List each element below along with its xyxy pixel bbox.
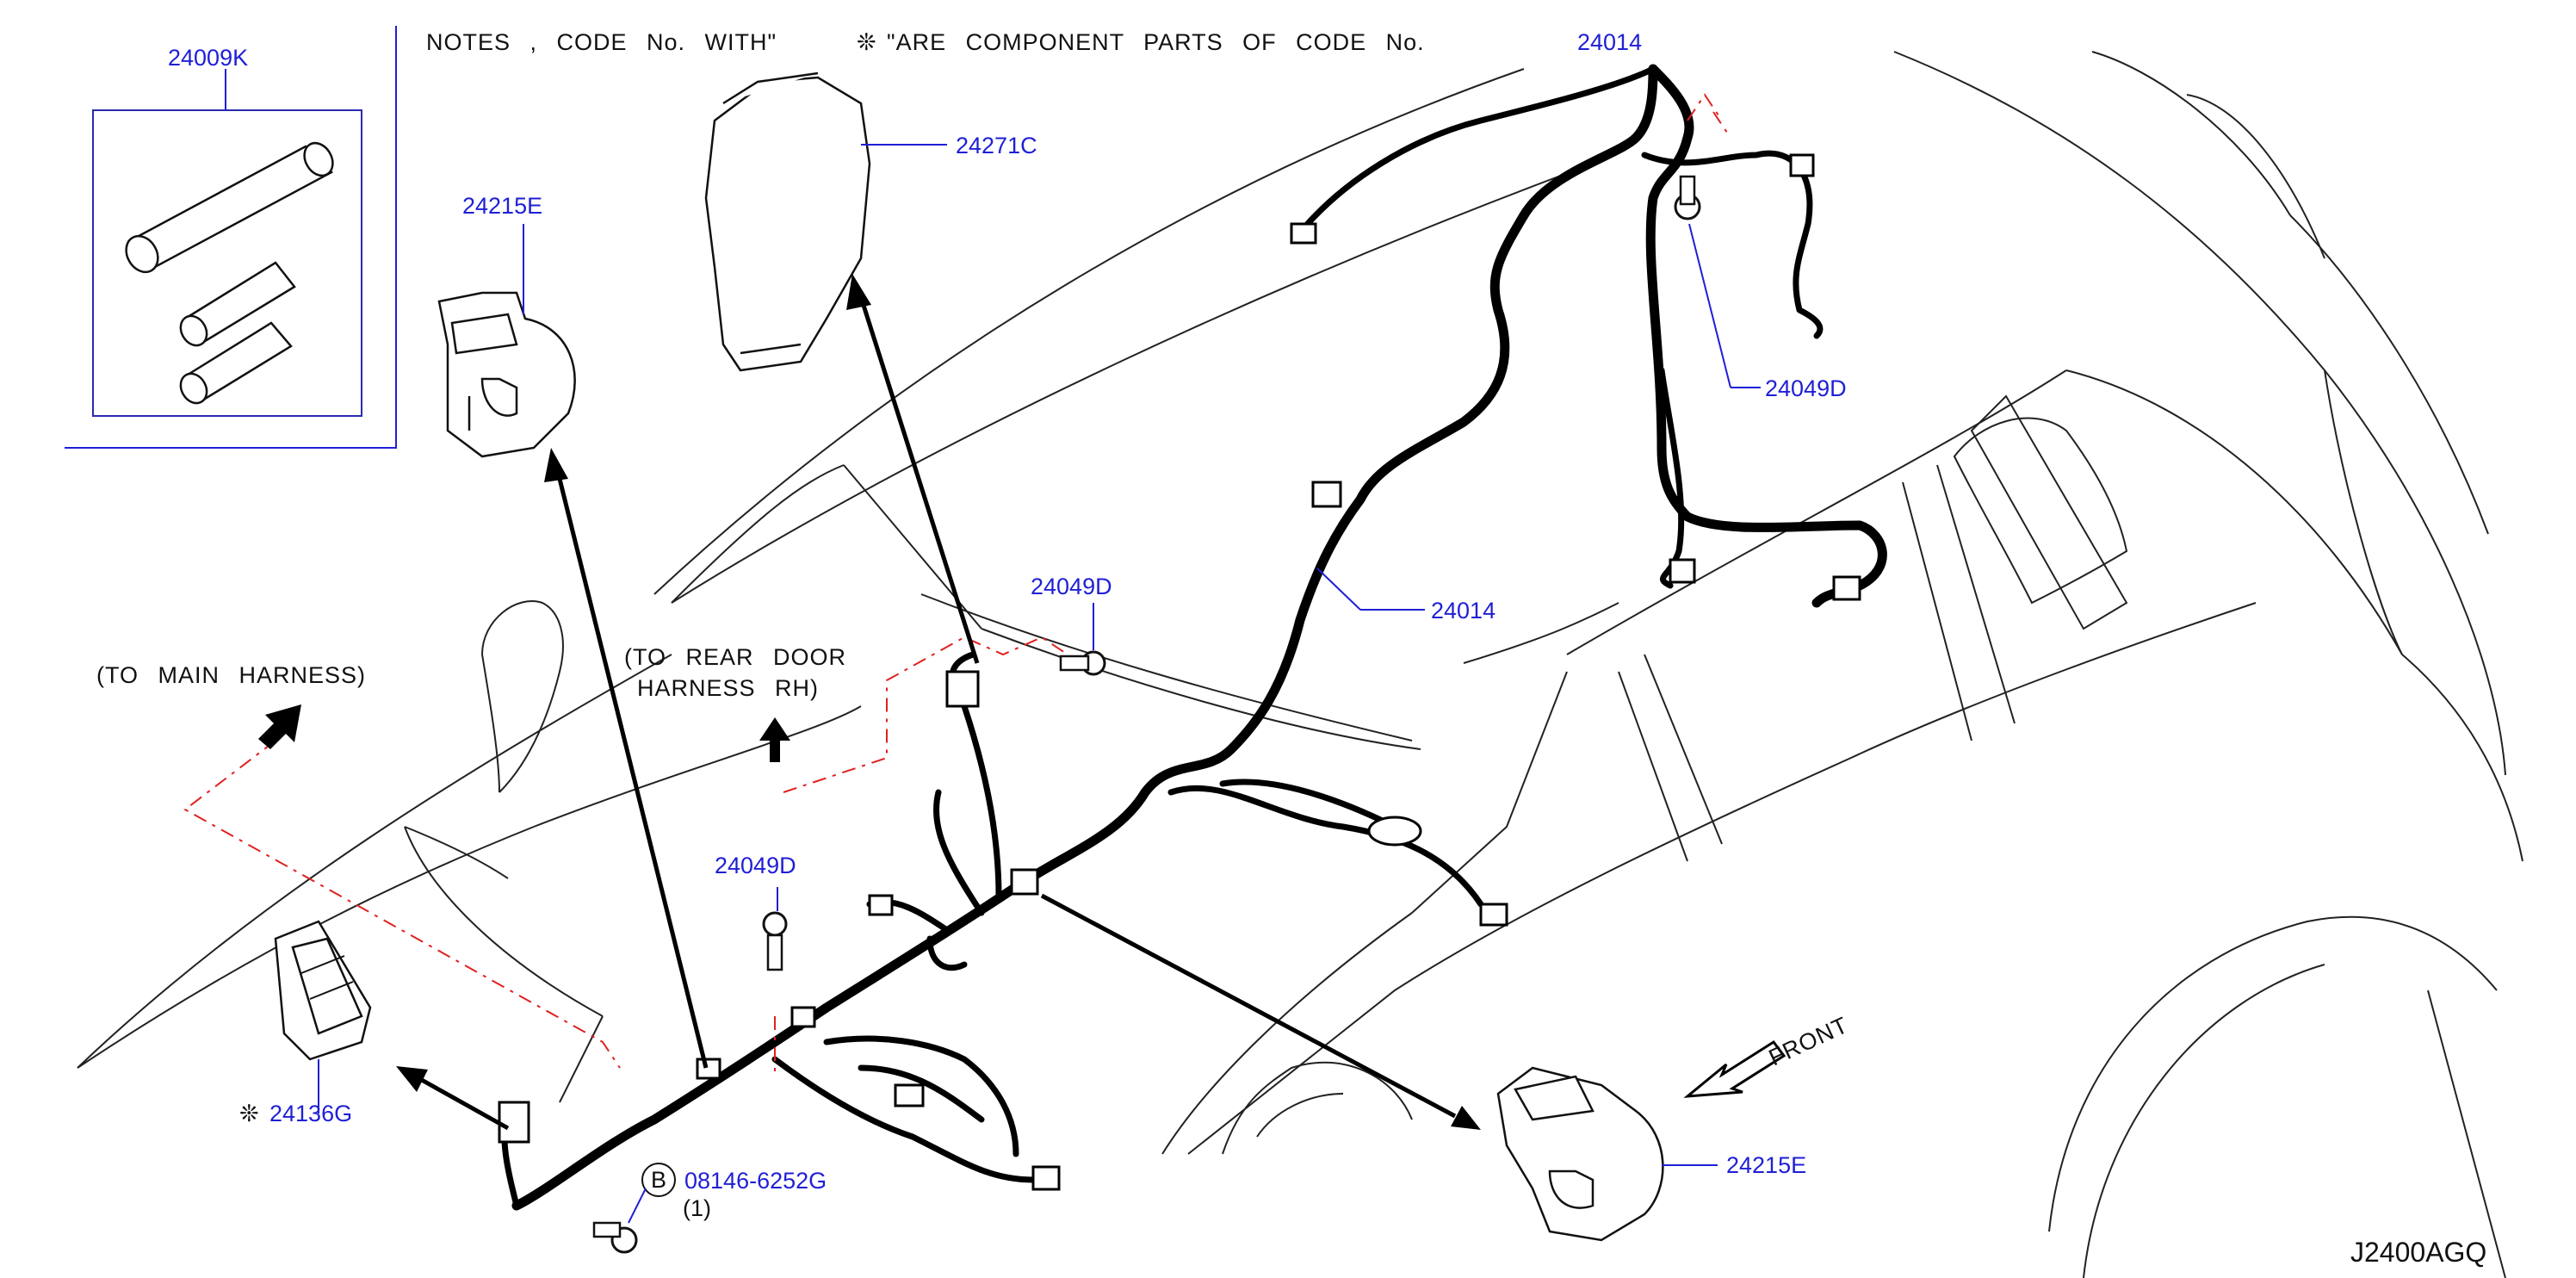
bolt-badge: B bbox=[651, 1167, 666, 1193]
label-24049D-right: 24049D bbox=[1765, 375, 1847, 401]
notes-symbol: ❊ bbox=[857, 29, 876, 55]
connector bbox=[1669, 558, 1696, 584]
harness-24014 bbox=[498, 64, 1887, 1211]
connector bbox=[696, 1058, 721, 1080]
bracket-24136G bbox=[274, 920, 372, 1114]
bolt-08146-6252G bbox=[592, 1163, 676, 1254]
connector bbox=[1290, 222, 1317, 245]
label-24271C: 24271C bbox=[956, 133, 1037, 158]
connector bbox=[1789, 153, 1815, 177]
notes-text: NOTES , CODE No. WITH" bbox=[426, 29, 777, 55]
connector bbox=[498, 1101, 530, 1144]
diagram-id: J2400AGQ bbox=[2350, 1237, 2486, 1268]
connector bbox=[1832, 575, 1861, 601]
label-24215E-top: 24215E bbox=[462, 193, 542, 219]
label-24049D-lower: 24049D bbox=[715, 853, 796, 878]
to-rear-door-label-line2: HARNESS RH) bbox=[637, 675, 819, 701]
tube-long bbox=[125, 141, 334, 274]
to-main-harness-arrow bbox=[258, 704, 301, 749]
connector bbox=[1010, 868, 1039, 896]
connector bbox=[1311, 481, 1342, 508]
connector bbox=[868, 894, 894, 916]
label-24136G-symbol: ❊ bbox=[239, 1101, 259, 1126]
bolt-24049D-right bbox=[1674, 175, 1761, 388]
tube-short-2 bbox=[179, 321, 293, 405]
protector-24271C bbox=[704, 71, 947, 372]
connector bbox=[894, 1083, 925, 1107]
front-arrow bbox=[1683, 1039, 1786, 1098]
bolt-24049D-mid bbox=[1059, 603, 1106, 676]
pointer-arrows bbox=[396, 274, 1481, 1131]
to-rear-door-label-line1: (TO REAR DOOR bbox=[624, 644, 846, 670]
bolt-quantity: (1) bbox=[683, 1195, 711, 1221]
bolt-24049D-lower bbox=[762, 887, 788, 971]
grommet bbox=[1367, 816, 1422, 847]
label-08146-6252G: 08146-6252G bbox=[684, 1168, 827, 1194]
label-24014-top: 24014 bbox=[1577, 29, 1642, 55]
notes-text-after: "ARE COMPONENT PARTS OF CODE No. bbox=[887, 29, 1425, 55]
to-rear-door-arrow bbox=[759, 717, 790, 762]
label-24049D-mid: 24049D bbox=[1031, 574, 1112, 599]
label-24009K: 24009K bbox=[168, 45, 248, 71]
inset-24009K bbox=[65, 26, 397, 449]
front-label: FRONT bbox=[1765, 1012, 1852, 1071]
label-24215E-bottom: 24215E bbox=[1726, 1152, 1806, 1178]
to-main-harness-label: (TO MAIN HARNESS) bbox=[96, 662, 366, 688]
connector bbox=[945, 670, 980, 708]
clip-24215E-bottom bbox=[1496, 1066, 1718, 1242]
connector bbox=[1479, 903, 1508, 927]
connector bbox=[1031, 1165, 1061, 1191]
car-body-outline bbox=[77, 51, 2523, 1278]
tube-short-1 bbox=[179, 261, 296, 347]
clip-24215E-top bbox=[437, 224, 576, 458]
dashed-routing bbox=[183, 93, 1731, 1076]
label-24136G: 24136G bbox=[269, 1101, 352, 1126]
label-24014-mid: 24014 bbox=[1431, 598, 1495, 623]
connector bbox=[790, 1006, 816, 1028]
